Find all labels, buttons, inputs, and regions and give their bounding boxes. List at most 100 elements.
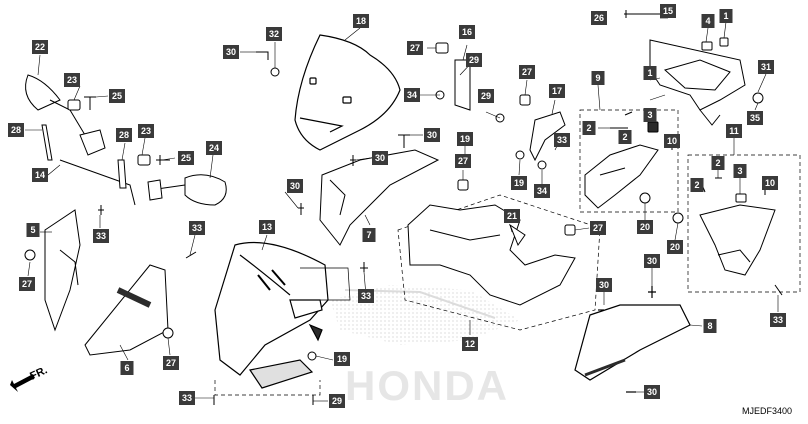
callout-box (407, 41, 423, 55)
callout-box (32, 168, 48, 182)
callout-tag-14: 14 (32, 168, 48, 182)
callout-box (637, 220, 653, 234)
callout-tag-23: 23 (138, 124, 154, 138)
callout-tag-2: 2 (618, 130, 632, 144)
callout-tag-27: 27 (407, 41, 423, 55)
front-direction-label: FR. (28, 364, 49, 382)
mirror-right-24 (147, 174, 227, 206)
callout-number: 33 (182, 393, 192, 403)
callout-tag-21: 21 (504, 209, 520, 223)
callout-tag-26: 26 (591, 11, 607, 25)
callout-box (591, 71, 605, 85)
callout-box (404, 88, 420, 102)
callout-box (353, 14, 369, 28)
callout-tag-30: 30 (644, 254, 660, 268)
callout-box (179, 391, 195, 405)
callout-box (719, 9, 733, 23)
callout-number: 24 (209, 143, 219, 153)
callout-number: 29 (469, 55, 479, 65)
callout-number: 31 (761, 62, 771, 72)
callout-number: 26 (594, 13, 604, 23)
callout-tag-28: 28 (8, 123, 24, 137)
callout-number: 12 (465, 339, 475, 349)
upper-cowl-13 (214, 241, 351, 389)
callout-number: 19 (460, 134, 470, 144)
callout-box (701, 14, 715, 28)
callout-number: 30 (599, 280, 609, 290)
callout-number: 22 (35, 42, 45, 52)
callout-box (690, 178, 704, 192)
callout-tag-29: 29 (478, 89, 494, 103)
windscreen-18 (294, 34, 401, 151)
callout-tag-3: 3 (733, 164, 747, 178)
callout-number: 30 (427, 130, 437, 140)
callout-tag-30: 30 (424, 128, 440, 142)
callout-box (733, 164, 747, 178)
callout-tag-24: 24 (206, 141, 222, 155)
callout-number: 15 (663, 6, 673, 16)
callout-number: 30 (647, 256, 657, 266)
callout-box (266, 27, 282, 41)
callout-number: 27 (458, 156, 468, 166)
callout-number: 13 (262, 222, 272, 232)
callout-number: 30 (375, 153, 385, 163)
callout-number: 34 (407, 90, 417, 100)
side-cover-5 (24, 205, 104, 332)
callout-box (457, 132, 473, 146)
callout-tag-33: 33 (554, 133, 570, 147)
callout-number: 29 (332, 396, 342, 406)
callout-box (64, 73, 80, 87)
callout-number: 25 (181, 153, 191, 163)
callout-box (504, 209, 520, 223)
callout-box (424, 128, 440, 142)
callout-number: 1 (723, 11, 728, 21)
callout-tag-33: 33 (770, 313, 786, 327)
callout-box (747, 111, 763, 125)
callout-number: 33 (361, 291, 371, 301)
callout-box (8, 123, 24, 137)
callout-tag-35: 35 (747, 111, 763, 125)
callout-tag-20: 20 (667, 240, 683, 254)
callout-box (462, 337, 478, 351)
inner-frame-12 (407, 204, 576, 306)
side-cover-6 (84, 251, 197, 356)
callout-tag-27: 27 (163, 356, 179, 370)
callout-box (534, 184, 550, 198)
callout-tag-27: 27 (519, 65, 535, 79)
callout-tag-10: 10 (664, 134, 680, 148)
callout-box (643, 108, 657, 122)
callout-tag-2: 2 (690, 178, 704, 192)
callout-box (758, 60, 774, 74)
callout-number: 2 (694, 180, 699, 190)
group-13-fastener-lines (214, 380, 321, 396)
callout-tag-13: 13 (259, 220, 275, 234)
callout-box (287, 179, 303, 193)
callout-tag-15: 15 (660, 4, 676, 18)
callout-number: 10 (667, 136, 677, 146)
callout-tag-27: 27 (455, 154, 471, 168)
callout-box (511, 176, 527, 190)
callout-number: 27 (22, 279, 32, 289)
front-direction-indicator: FR. (10, 364, 49, 392)
callout-tag-3: 3 (643, 108, 657, 122)
callout-tag-19: 19 (511, 176, 527, 190)
callout-box (664, 134, 680, 148)
callout-box (138, 124, 154, 138)
lower-cover-8 (574, 286, 691, 393)
callout-number: 28 (11, 125, 21, 135)
callout-number: 23 (141, 126, 151, 136)
callout-tag-9: 9 (591, 71, 605, 85)
callout-box (206, 141, 222, 155)
callout-box (455, 154, 471, 168)
callout-tag-6: 6 (120, 361, 134, 375)
callout-box (120, 361, 134, 375)
callout-box (590, 221, 606, 235)
honda-watermark-text: HONDA (345, 362, 509, 409)
grommets-20 (639, 192, 684, 224)
callout-number: 19 (337, 354, 347, 364)
callout-box (618, 130, 632, 144)
callout-tag-32: 32 (266, 27, 282, 41)
callout-box (643, 66, 657, 80)
